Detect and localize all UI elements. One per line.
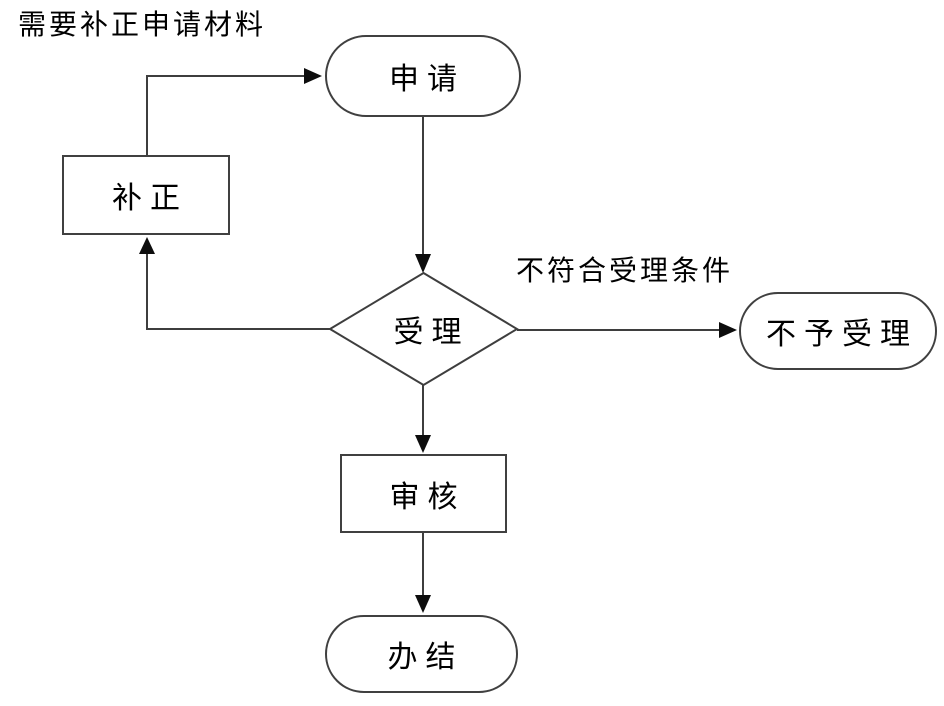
edge-supplement-to-apply bbox=[146, 75, 306, 155]
arrowhead-supplement-to-apply-icon bbox=[304, 68, 322, 84]
label-need-supplement: 需要补正申请材料 bbox=[18, 8, 267, 41]
arrowhead-accept-to-supplement-icon bbox=[139, 237, 155, 254]
node-review-label: 审核 bbox=[389, 479, 466, 515]
node-accept-label: 受理 bbox=[393, 315, 470, 350]
node-apply-label: 申请 bbox=[389, 62, 465, 97]
node-accept-label-box: 受理 bbox=[330, 273, 525, 385]
arrowhead-review-to-complete-icon bbox=[415, 595, 431, 613]
arrowhead-apply-to-accept-icon bbox=[415, 254, 431, 273]
label-not-qualified: 不符合受理条件 bbox=[516, 254, 734, 287]
node-complete-label: 办结 bbox=[387, 640, 464, 675]
node-reject: 不予受理 bbox=[739, 292, 937, 370]
node-supplement: 补正 bbox=[62, 155, 230, 235]
node-supplement-label: 补正 bbox=[112, 181, 188, 216]
edge-accept-to-supplement bbox=[146, 253, 330, 330]
node-review: 审核 bbox=[340, 454, 507, 533]
node-complete: 办结 bbox=[325, 615, 518, 693]
arrowhead-accept-to-review-icon bbox=[415, 435, 431, 453]
node-apply: 申请 bbox=[325, 35, 521, 117]
node-reject-label: 不予受理 bbox=[766, 317, 918, 352]
node-accept-diamond bbox=[328, 271, 519, 387]
arrowhead-accept-to-reject-icon bbox=[719, 322, 737, 338]
